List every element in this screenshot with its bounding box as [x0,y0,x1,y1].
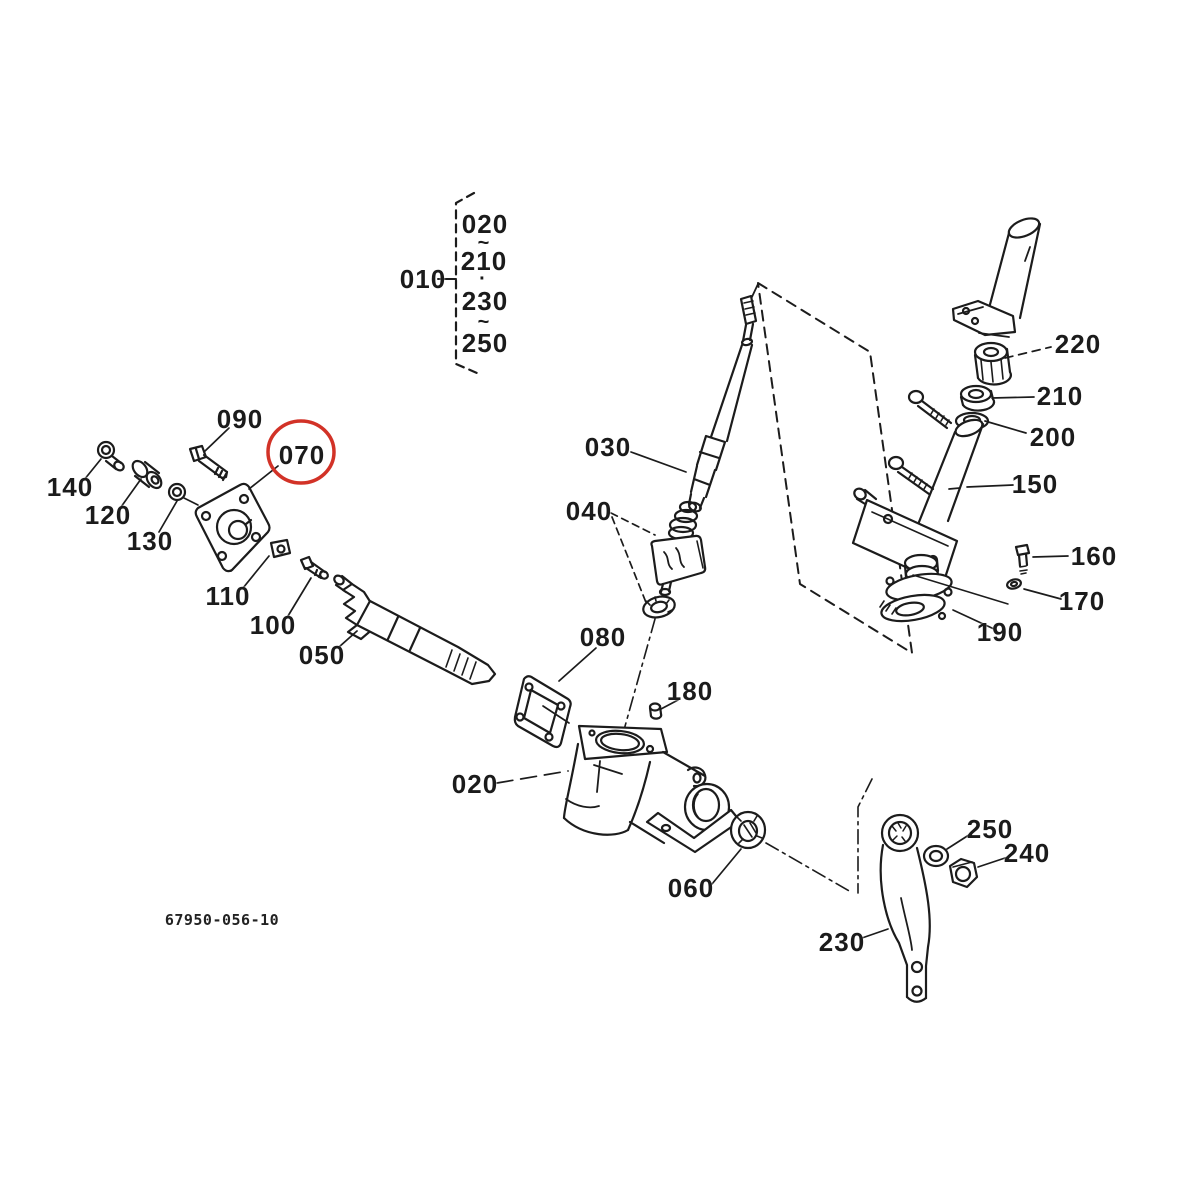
group-item-250: 250 [461,328,509,358]
leader-lines-dashed [496,346,1052,784]
part-label-190: 190 [976,617,1024,647]
part-label-180: 180 [666,676,714,706]
part-label-050: 050 [298,640,346,670]
part-100-bolt [299,555,329,580]
part-label-120: 120 [84,500,132,530]
part-210-ring [959,384,996,412]
column-upper-tube [951,217,1042,338]
part-label-150: 150 [1011,469,1059,499]
group-item-230: 230 [461,286,509,316]
part-180-plug [648,702,663,720]
part-190-flange-gasket [879,553,1009,623]
drawing-number: 67950-056-10 [164,911,280,929]
group-item-210: 210 [460,246,508,276]
part-label-160: 160 [1070,541,1118,571]
part-060-bearing [729,810,767,850]
part-label-060: 060 [667,873,715,903]
part-label-210: 210 [1036,381,1084,411]
part-040-bearing-set [642,500,707,619]
group-010-bracket [454,191,479,375]
highlight-circle [266,419,336,485]
part-label-070: 070 [278,440,326,470]
part-label-200: 200 [1029,422,1077,452]
group-item-sep5: ~ [477,311,491,333]
part-160-bolt [1014,543,1031,575]
part-label-030: 030 [584,432,632,462]
part-120-lock-nut [131,459,163,490]
part-label-130: 130 [126,526,174,556]
part-label-100: 100 [249,610,297,640]
part-label-090: 090 [216,404,264,434]
part-label-230: 230 [818,927,866,957]
part-130-washer [167,482,199,506]
part-label-220: 220 [1054,329,1102,359]
part-090-bolt [188,444,229,482]
part-label-080: 080 [579,622,627,652]
part-label-110: 110 [205,581,251,611]
part-050-sector-shaft [333,574,497,686]
part-label-040: 040 [565,496,613,526]
part-label-140: 140 [46,472,94,502]
part-label-240: 240 [1003,838,1051,868]
part-230-pitman-arm [879,813,931,1003]
part-030-steering-shaft [687,294,758,513]
group-item-sep1: ~ [477,232,491,254]
group-item-020: 020 [461,209,509,239]
part-080-gasket [513,675,572,749]
part-140-plug [96,440,125,472]
part-label-170: 170 [1058,586,1106,616]
part-250-washer [922,844,950,868]
part-240-nut [948,857,979,889]
part-label-020: 020 [451,769,499,799]
part-label-250: 250 [966,814,1014,844]
part-020-gear-housing [562,724,742,854]
group-item-sep3: · [479,268,487,290]
part-110-plate [269,538,292,559]
part-170-washer [1006,578,1022,590]
part-220-bushing [973,341,1012,386]
alignment-plane-dashed [757,282,913,654]
assembly-axes [608,618,873,894]
leader-lines [83,396,1069,939]
part-070-side-cover [194,482,271,573]
group-label-010: 010 [399,264,447,294]
